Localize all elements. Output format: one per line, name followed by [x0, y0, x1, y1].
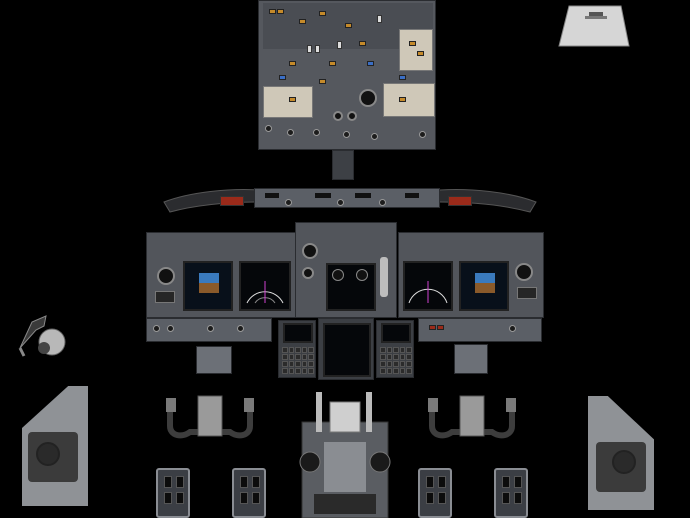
mcp-window	[265, 193, 279, 198]
overhead-annunciator[interactable]	[417, 51, 424, 56]
cdu-keypad[interactable]	[282, 347, 314, 374]
overhead-annunciator[interactable]	[409, 41, 416, 46]
overhead-engine-section[interactable]	[383, 83, 435, 117]
captain-side-panel[interactable]	[22, 386, 88, 506]
overhead-annunciator[interactable]	[345, 23, 352, 28]
seat-icon[interactable]	[232, 468, 266, 518]
overhead-annunciator[interactable]	[289, 97, 296, 102]
overhead-duct-gauge	[347, 111, 357, 121]
master-warning-right[interactable]	[448, 196, 472, 206]
mcp-window	[405, 193, 419, 198]
overhead-pressure-gauge	[359, 89, 377, 107]
standby-altimeter	[302, 267, 314, 279]
mcp-knob[interactable]	[337, 199, 344, 206]
sticky-note-icon[interactable]	[555, 4, 633, 50]
lower-knob[interactable]	[153, 325, 160, 332]
cdu-keypad[interactable]	[380, 347, 412, 374]
captain-lower-panel[interactable]	[146, 318, 272, 342]
overhead-annunciator[interactable]	[269, 9, 276, 14]
lower-knob[interactable]	[167, 325, 174, 332]
lower-knob[interactable]	[207, 325, 214, 332]
captain-yoke-icon[interactable]	[162, 392, 258, 448]
fo-efis-button[interactable]	[517, 287, 537, 299]
oxygen-mask-knob[interactable]	[612, 450, 636, 474]
lower-knob[interactable]	[509, 325, 516, 332]
mcp-knob[interactable]	[285, 199, 292, 206]
overhead-annunciator[interactable]	[329, 61, 336, 66]
fo-yoke-icon[interactable]	[424, 392, 520, 448]
tiller-icon[interactable]	[14, 312, 74, 362]
fo-clock	[515, 263, 533, 281]
throttle-quadrant-icon[interactable]	[296, 382, 394, 518]
fo-pfd	[459, 261, 509, 311]
upper-eicas	[326, 263, 376, 311]
attitude-indicator	[475, 273, 495, 293]
attitude-indicator	[199, 273, 219, 293]
captain-radio-box[interactable]	[196, 346, 232, 374]
overhead-annunciator[interactable]	[319, 11, 326, 16]
mcp-window	[315, 193, 331, 198]
seat-icon[interactable]	[494, 468, 528, 518]
lower-eicas-panel[interactable]	[318, 318, 374, 380]
overhead-panel[interactable]	[258, 0, 436, 150]
overhead-toggle[interactable]	[377, 15, 382, 23]
overhead-annunciator[interactable]	[277, 9, 284, 14]
lower-eicas	[323, 323, 371, 377]
overhead-annunciator[interactable]	[367, 61, 374, 66]
mcp-window	[355, 193, 371, 198]
overhead-lower-stub	[332, 150, 354, 180]
n1-gauge	[332, 269, 344, 281]
captain-cdu[interactable]	[278, 320, 316, 378]
mcp-knob[interactable]	[379, 199, 386, 206]
standby-attitude	[302, 243, 318, 259]
captain-instrument-panel[interactable]	[146, 232, 296, 318]
overhead-annunciator[interactable]	[299, 19, 306, 24]
mode-control-panel[interactable]	[254, 188, 440, 208]
seat-icon[interactable]	[156, 468, 190, 518]
overhead-knob[interactable]	[313, 129, 320, 136]
cdu-screen	[283, 323, 313, 343]
nd-arc	[246, 281, 284, 304]
master-warning-left[interactable]	[220, 196, 244, 206]
overhead-annunciator[interactable]	[399, 97, 406, 102]
overhead-annunciator[interactable]	[289, 61, 296, 66]
overhead-annunciator[interactable]	[319, 79, 326, 84]
overhead-knob[interactable]	[371, 133, 378, 140]
lower-knob[interactable]	[237, 325, 244, 332]
overhead-toggle[interactable]	[337, 41, 342, 49]
captain-clock	[157, 267, 175, 285]
overhead-air-section[interactable]	[263, 86, 313, 118]
cdu-screen	[381, 323, 411, 343]
overhead-toggle[interactable]	[315, 45, 320, 53]
center-upper-panel[interactable]	[295, 222, 397, 318]
overhead-knob[interactable]	[287, 129, 294, 136]
n1-gauge	[356, 269, 368, 281]
overhead-temp-gauge	[333, 111, 343, 121]
fo-cdu[interactable]	[376, 320, 414, 378]
lower-annunciator[interactable]	[429, 325, 436, 330]
overhead-knob[interactable]	[265, 125, 272, 132]
seat-icon[interactable]	[418, 468, 452, 518]
fo-lower-panel[interactable]	[418, 318, 542, 342]
gear-lever[interactable]	[380, 257, 388, 297]
oxygen-mask-knob[interactable]	[36, 442, 60, 466]
fo-radio-box[interactable]	[454, 344, 488, 374]
overhead-knob[interactable]	[343, 131, 350, 138]
captain-pfd	[183, 261, 233, 311]
lower-annunciator[interactable]	[437, 325, 444, 330]
fo-side-panel[interactable]	[588, 396, 654, 510]
nd-arc	[408, 281, 448, 304]
fo-instrument-panel[interactable]	[398, 232, 544, 318]
fo-nd	[403, 261, 453, 311]
overhead-annunciator[interactable]	[359, 41, 366, 46]
overhead-annunciator[interactable]	[399, 75, 406, 80]
overhead-knob[interactable]	[419, 131, 426, 138]
overhead-toggle[interactable]	[307, 45, 312, 53]
overhead-annunciator[interactable]	[279, 75, 286, 80]
captain-nd	[239, 261, 291, 311]
captain-efis-button[interactable]	[155, 291, 175, 303]
overhead-fuel-section[interactable]	[399, 29, 433, 71]
